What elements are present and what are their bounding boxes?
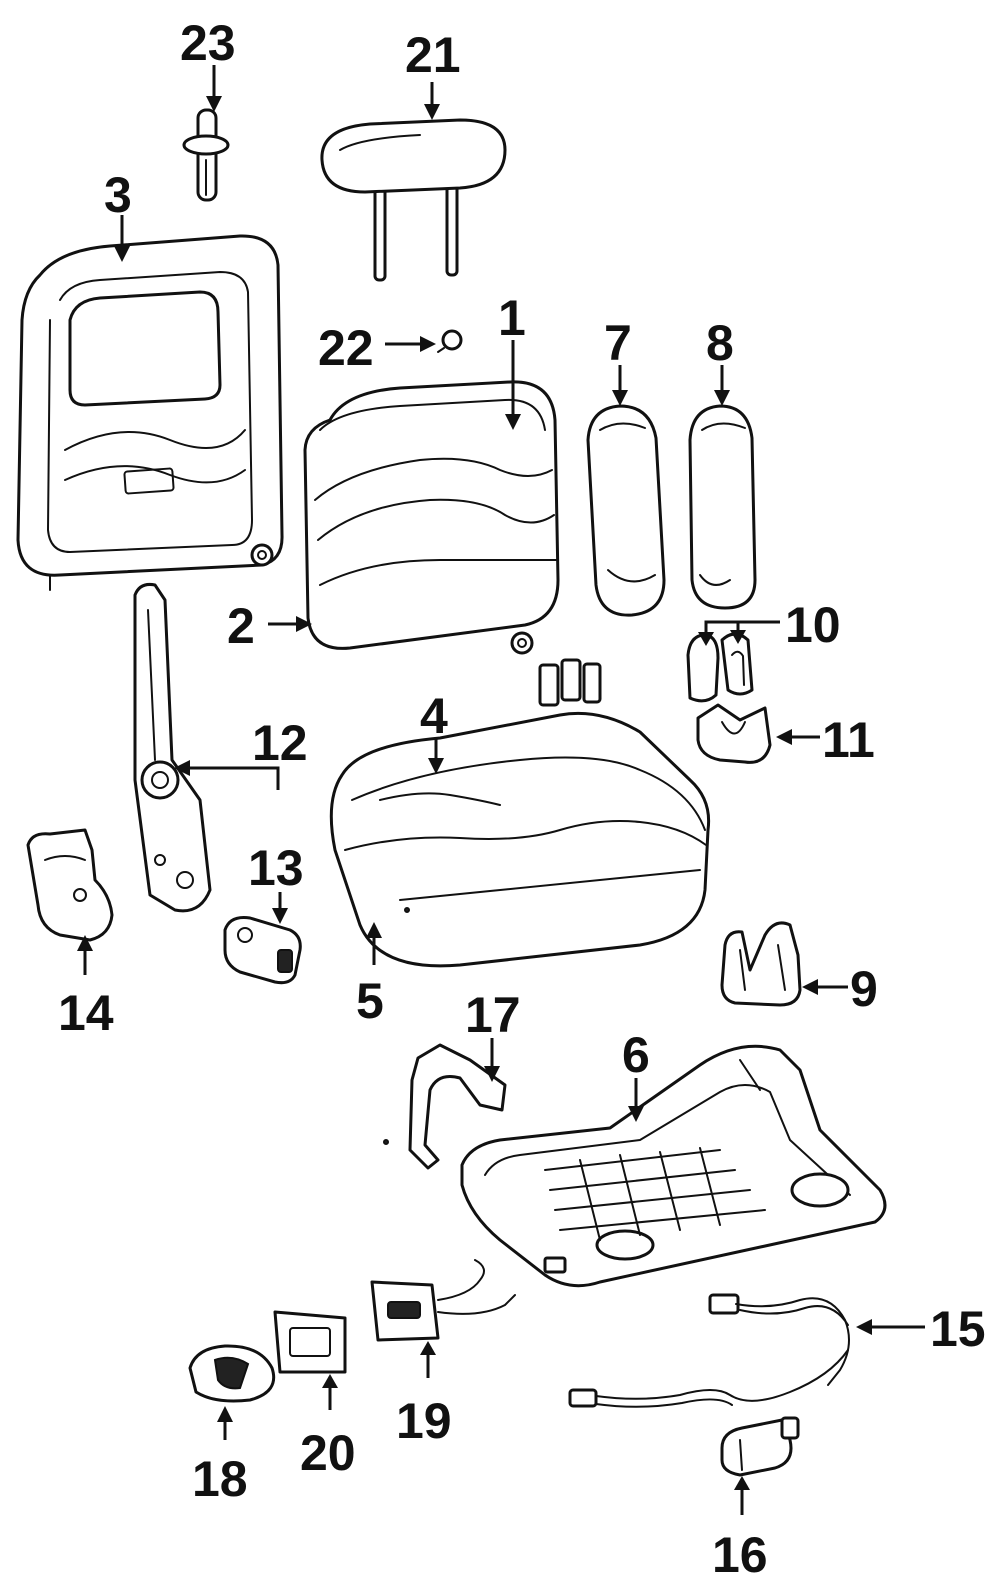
part-8-armrest[interactable]	[688, 404, 757, 610]
callout-14: 14	[58, 985, 114, 1041]
leader-23	[206, 65, 222, 112]
part-3-seatback-frame[interactable]	[16, 234, 284, 591]
callout-11: 11	[822, 712, 875, 768]
leader-18	[217, 1406, 233, 1440]
leader-7	[612, 365, 628, 406]
callout-7: 7	[604, 315, 632, 371]
callout-20: 20	[300, 1425, 356, 1481]
callout-9: 9	[850, 961, 878, 1017]
part-6-seat-frame[interactable]	[460, 1044, 887, 1288]
callout-12: 12	[252, 715, 308, 771]
callout-19: 19	[396, 1393, 452, 1449]
leader-19	[420, 1341, 436, 1378]
callout-2: 2	[227, 598, 255, 654]
callout-3: 3	[104, 167, 132, 223]
leader-4	[428, 738, 444, 774]
part-12-recliner[interactable]	[133, 583, 212, 913]
leader-2	[268, 616, 312, 632]
leader-22	[385, 336, 436, 352]
part-23-guide[interactable]	[182, 108, 230, 202]
part-21-headrest[interactable]	[320, 118, 507, 282]
part-9-bracket[interactable]	[720, 921, 802, 1007]
part-7-armrest[interactable]	[586, 404, 666, 617]
callout-21: 21	[405, 27, 461, 83]
callout-6: 6	[622, 1027, 650, 1083]
leader-5	[366, 922, 382, 965]
part-10-caps[interactable]	[686, 632, 754, 703]
leader-20	[322, 1374, 338, 1410]
leader-17	[484, 1038, 500, 1082]
callout-17: 17	[465, 987, 521, 1043]
callout-13: 13	[248, 840, 304, 896]
callout-22: 22	[318, 320, 374, 376]
leader-6	[628, 1078, 644, 1122]
part-18-knob[interactable]	[188, 1344, 276, 1403]
callout-23: 23	[180, 15, 236, 71]
part-15-harness[interactable]	[568, 1293, 850, 1408]
callout-10: 10	[785, 597, 841, 653]
leader-11	[776, 729, 820, 745]
leader-14	[77, 935, 93, 975]
part-11-bracket[interactable]	[696, 703, 772, 764]
dot-marker	[383, 1139, 389, 1145]
part-17-strap[interactable]	[408, 1043, 507, 1170]
leader-9	[802, 979, 848, 995]
leader-10	[698, 620, 780, 646]
part-14-side-shield[interactable]	[26, 828, 114, 942]
leader-8	[714, 365, 730, 406]
callout-4: 4	[420, 688, 448, 744]
callout-16: 16	[712, 1527, 768, 1581]
part-1-seatback-cushion[interactable]	[303, 380, 560, 655]
callout-18: 18	[192, 1451, 248, 1507]
part-19-switch[interactable]	[370, 1259, 516, 1342]
part-4-seat-cushion[interactable]	[329, 658, 711, 968]
leader-16	[734, 1476, 750, 1515]
leader-3	[114, 215, 130, 262]
part-20-bezel[interactable]	[273, 1310, 347, 1374]
leader-12-13	[174, 760, 288, 924]
callout-15: 15	[930, 1301, 986, 1357]
part-22-clip[interactable]	[437, 329, 463, 353]
part-16-sensor[interactable]	[720, 1416, 800, 1477]
leader-21	[424, 82, 440, 120]
callout-5: 5	[356, 973, 384, 1029]
leader-15	[856, 1319, 925, 1335]
callout-8: 8	[706, 315, 734, 371]
leader-1	[505, 340, 521, 430]
callout-1: 1	[498, 290, 526, 346]
part-13-handle[interactable]	[223, 916, 302, 985]
